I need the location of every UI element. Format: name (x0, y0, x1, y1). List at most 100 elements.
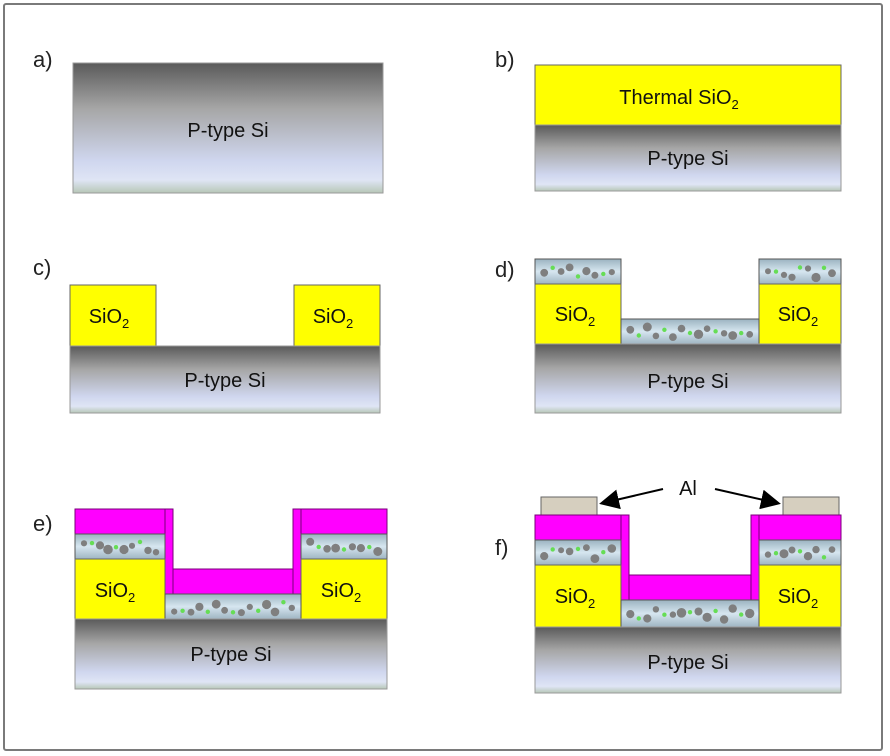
dielectric-sidewall-left (164, 508, 174, 595)
nanoparticle-large (128, 542, 136, 549)
nanoparticle-layer-left (534, 258, 622, 285)
nanoparticle-large (652, 332, 660, 340)
nanoparticle-large (703, 325, 711, 333)
substrate-label: P-type Si (647, 652, 728, 674)
panel-b: b) Thermal SiO2 P-type Si (495, 47, 842, 192)
nanoparticle-large (643, 614, 652, 623)
nanoparticle-large (144, 546, 152, 555)
thermal-oxide-label: Thermal SiO2 (619, 87, 738, 112)
nanoparticle-large (607, 544, 617, 553)
nanoparticle-small (341, 547, 347, 552)
oxide-block-right (758, 283, 842, 345)
nanoparticles (764, 545, 836, 561)
p-type-si-substrate (74, 618, 388, 690)
nanoparticle-small (636, 333, 641, 338)
oxide-label-left: SiO2 (555, 586, 596, 611)
process-flow-diagram: a) P-type Si b) Thermal SiO2 P-type Si c… (33, 47, 842, 694)
nanoparticle-small (821, 265, 827, 270)
nanoparticle-large (746, 331, 754, 338)
oxide-block-left (74, 558, 166, 620)
oxide-block-right (293, 284, 381, 347)
nanoparticle-layer-right (300, 533, 388, 560)
nanoparticle-large (557, 268, 565, 275)
nanoparticle-small (113, 545, 119, 550)
nanoparticle-large (693, 329, 704, 339)
substrate-label: P-type Si (190, 644, 271, 666)
dielectric-sidewall-left (620, 514, 630, 601)
substrate-label: P-type Si (184, 370, 265, 392)
nanoparticle-large (103, 544, 113, 555)
nanoparticle-large (80, 540, 88, 547)
nanoparticle-large (591, 271, 599, 279)
panel-label-c: c) (33, 255, 51, 280)
nanoparticle-small (367, 544, 372, 550)
nanoparticles (765, 265, 836, 283)
nanoparticle-large (187, 608, 195, 616)
nanoparticle-large (764, 551, 772, 558)
nanoparticle-large (719, 615, 729, 624)
nanoparticles (626, 604, 755, 624)
panel-c: c) SiO2 SiO2 P-type Si (33, 255, 381, 414)
nanoparticle-large (356, 544, 365, 553)
nanoparticle-large (765, 268, 771, 275)
nanoparticle-large (373, 547, 383, 556)
p-type-si-substrate (534, 343, 842, 414)
oxide-label-right: SiO2 (313, 306, 354, 331)
nanoparticle-layer-center (164, 593, 302, 620)
oxide-label-left: SiO2 (95, 580, 136, 605)
nanoparticle-large (590, 554, 600, 563)
nanoparticle-large (323, 545, 331, 553)
nanoparticle-small (316, 544, 321, 550)
nanoparticle-large (583, 544, 590, 551)
nanoparticle-large (171, 608, 178, 615)
nanoparticle-large (728, 331, 738, 340)
panel-f: f) Al SiO2 SiO2 P-type Si (495, 478, 842, 694)
nanoparticle-large (95, 541, 105, 550)
panel-label-f: f) (495, 535, 508, 560)
nanoparticle-large (720, 330, 728, 337)
nanoparticle-small (687, 330, 693, 336)
nanoparticle-large (262, 599, 272, 610)
nanoparticle-small (137, 539, 143, 545)
figure-frame: a) P-type Si b) Thermal SiO2 P-type Si c… (3, 3, 883, 751)
nanoparticle-large (811, 272, 821, 283)
oxide-block-left (534, 283, 622, 345)
nanoparticle-large (221, 606, 229, 614)
oxide-label-right: SiO2 (778, 304, 819, 329)
dielectric-top-right (758, 514, 842, 541)
nanoparticle-small (821, 555, 827, 560)
substrate-label: P-type Si (647, 148, 728, 170)
oxide-block-left (69, 284, 157, 347)
nanoparticle-large (582, 267, 591, 276)
nanoparticle-large (788, 546, 796, 554)
nanoparticle-large (540, 552, 549, 561)
nanoparticle-small (550, 547, 555, 552)
nanoparticle-layer-left (534, 539, 622, 566)
nanoparticle-layer-left (74, 533, 166, 560)
nanoparticles (171, 599, 295, 617)
dielectric-bottom (628, 574, 752, 601)
nanoparticle-large (745, 608, 755, 619)
p-type-si-substrate (72, 62, 384, 194)
nanoparticles (540, 544, 617, 563)
nanoparticle-small (575, 546, 581, 552)
nanoparticle-small (575, 274, 581, 279)
oxide-block-left (534, 564, 622, 628)
nanoparticle-small (662, 327, 667, 332)
nanoparticles (306, 537, 383, 556)
nanoparticle-large (119, 544, 129, 555)
nanoparticle-small (180, 608, 185, 613)
oxide-label-left: SiO2 (89, 306, 130, 331)
nanoparticle-small (713, 329, 718, 334)
nanoparticle-small (89, 540, 95, 546)
nanoparticle-large (348, 543, 356, 551)
nanoparticle-small (550, 265, 555, 270)
nanoparticle-large (306, 537, 315, 546)
nanoparticles (540, 263, 615, 279)
nanoparticle-large (331, 543, 340, 553)
substrate-label: P-type Si (647, 371, 728, 393)
p-type-si-substrate (534, 124, 842, 192)
dielectric-top-left (534, 514, 622, 541)
oxide-block-right (300, 558, 388, 620)
nanoparticle-layer-right (758, 258, 842, 285)
